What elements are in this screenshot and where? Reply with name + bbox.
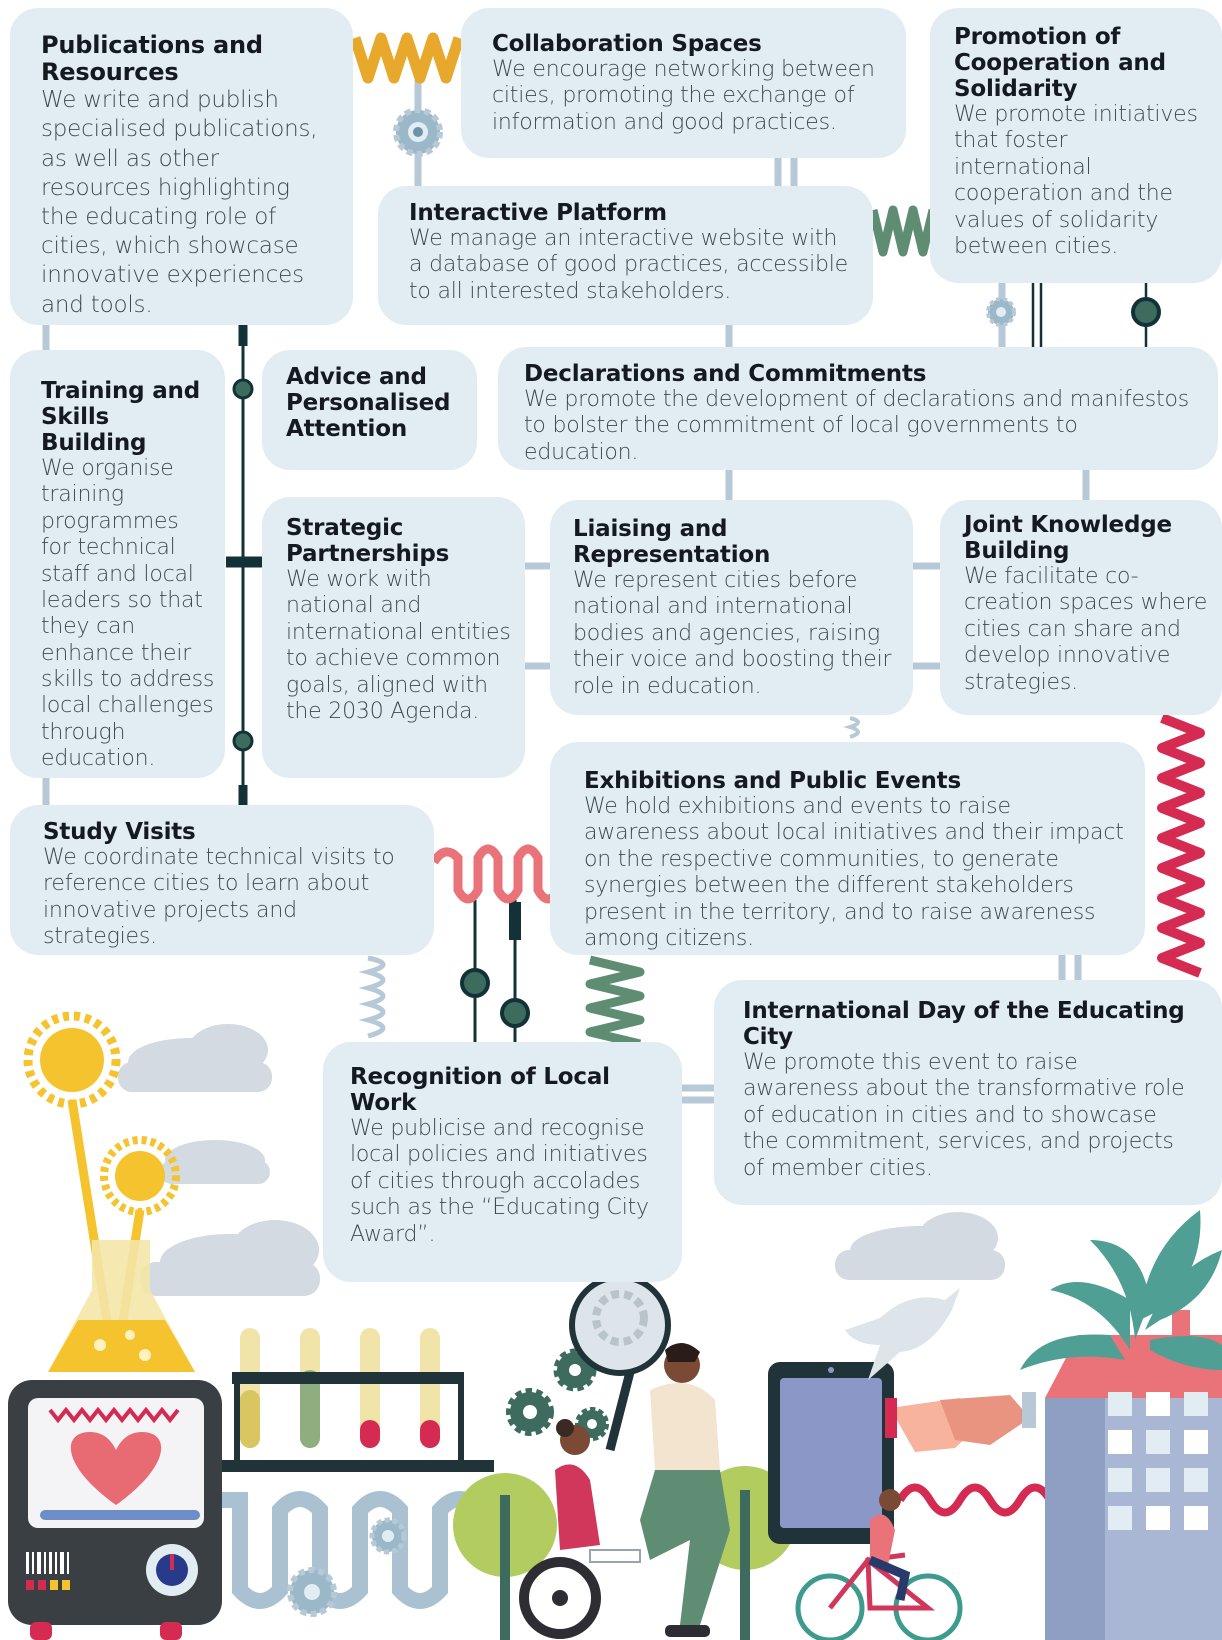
plant-icon: [1020, 1210, 1222, 1370]
person-icon: [640, 1342, 730, 1637]
card-title: Promotion of Cooperation and Solidarity: [954, 24, 1166, 102]
coral-wave: [896, 1483, 1054, 1517]
tablet-icon: [768, 1362, 894, 1544]
card-text: We promote the development of declaratio…: [524, 386, 1189, 465]
card-text: We coordinate technical visits to refere…: [43, 844, 395, 950]
card-text: We work with national and international …: [286, 566, 511, 724]
green-spring-top: [868, 205, 938, 257]
card-promotion-cooperation-solidarity: Promotion of Cooperation and Solidarity …: [930, 8, 1222, 283]
handshake-icon: [885, 1392, 1036, 1452]
card-text: We publicise and recognise local policie…: [350, 1115, 649, 1247]
card-text: We represent cities before national and …: [573, 567, 892, 699]
card-title: International Day of the Educating City: [743, 998, 1185, 1050]
card-title: Collaboration Spaces: [492, 31, 762, 57]
card-title: Training and Skills Building: [41, 378, 200, 456]
card-text: We hold exhibitions and events to raise …: [584, 793, 1124, 951]
card-publications-resources: Publications and Resources We write and …: [10, 8, 353, 325]
card-text: We facilitate co-creation spaces where c…: [964, 563, 1208, 695]
card-text: We manage an interactive website with a …: [409, 225, 849, 304]
wheelchair-person-icon: [519, 1419, 641, 1639]
card-text: We encourage networking between cities, …: [492, 56, 875, 135]
building-icon: [1045, 1310, 1222, 1640]
card-training-skills-building: Training and Skills Building We organise…: [10, 350, 225, 778]
card-title: Advice and Personalised Attention: [286, 364, 451, 442]
blue-spring-small: [843, 716, 860, 739]
card-text: We promote initiatives that foster inter…: [954, 101, 1198, 259]
card-text: We write and publish specialised publica…: [41, 87, 318, 318]
card-interactive-platform: Interactive Platform We manage an intera…: [378, 186, 873, 325]
card-exhibitions-public-events: Exhibitions and Public Events We hold ex…: [550, 742, 1145, 955]
coral-spring: [430, 844, 562, 904]
card-title: Joint Knowledge Building: [964, 512, 1172, 564]
blue-spring-left: [358, 955, 386, 1039]
card-title: Publications and Resources: [41, 31, 263, 87]
card-strategic-partnerships: Strategic Partnerships We work with nati…: [262, 497, 525, 778]
gear-icon: [393, 107, 1016, 327]
card-advice-personalised-attention: Advice and Personalised Attention: [262, 350, 477, 470]
yellow-spring: [349, 32, 465, 84]
card-study-visits: Study Visits We coordinate technical vis…: [10, 805, 434, 955]
card-joint-knowledge-building: Joint Knowledge Building We facilitate c…: [940, 500, 1222, 715]
node-dots: [232, 297, 1161, 1028]
blue-tubing: [222, 1491, 486, 1609]
green-spring-mid: [585, 955, 645, 1049]
card-title: Strategic Partnerships: [286, 515, 450, 567]
card-title: Exhibitions and Public Events: [584, 768, 961, 794]
card-collaboration-spaces: Collaboration Spaces We encourage networ…: [461, 8, 906, 158]
card-title: Declarations and Commitments: [524, 361, 927, 387]
card-international-day-educating-city: International Day of the Educating City …: [714, 980, 1222, 1205]
card-title: Recognition of Local Work: [350, 1064, 610, 1116]
card-text: We promote this event to raise awareness…: [743, 1049, 1185, 1181]
clouds: [118, 1024, 1005, 1296]
card-recognition-local-work: Recognition of Local Work We publicise a…: [323, 1042, 682, 1282]
card-title: Liaising and Representation: [573, 516, 771, 568]
card-text: We organise training programmes for tech…: [41, 455, 215, 772]
red-spring: [1157, 713, 1205, 978]
card-liaising-representation: Liaising and Representation We represent…: [550, 500, 913, 715]
card-title: Interactive Platform: [409, 200, 667, 226]
test-tubes-icon: [222, 1328, 494, 1472]
card-declarations-commitments: Declarations and Commitments We promote …: [498, 347, 1218, 470]
cyclist-icon: [795, 1489, 963, 1640]
flask-icon: [48, 1240, 195, 1372]
card-title: Study Visits: [43, 819, 196, 845]
dove-icon: [845, 1288, 960, 1380]
heart-monitor-icon: [8, 1380, 222, 1640]
